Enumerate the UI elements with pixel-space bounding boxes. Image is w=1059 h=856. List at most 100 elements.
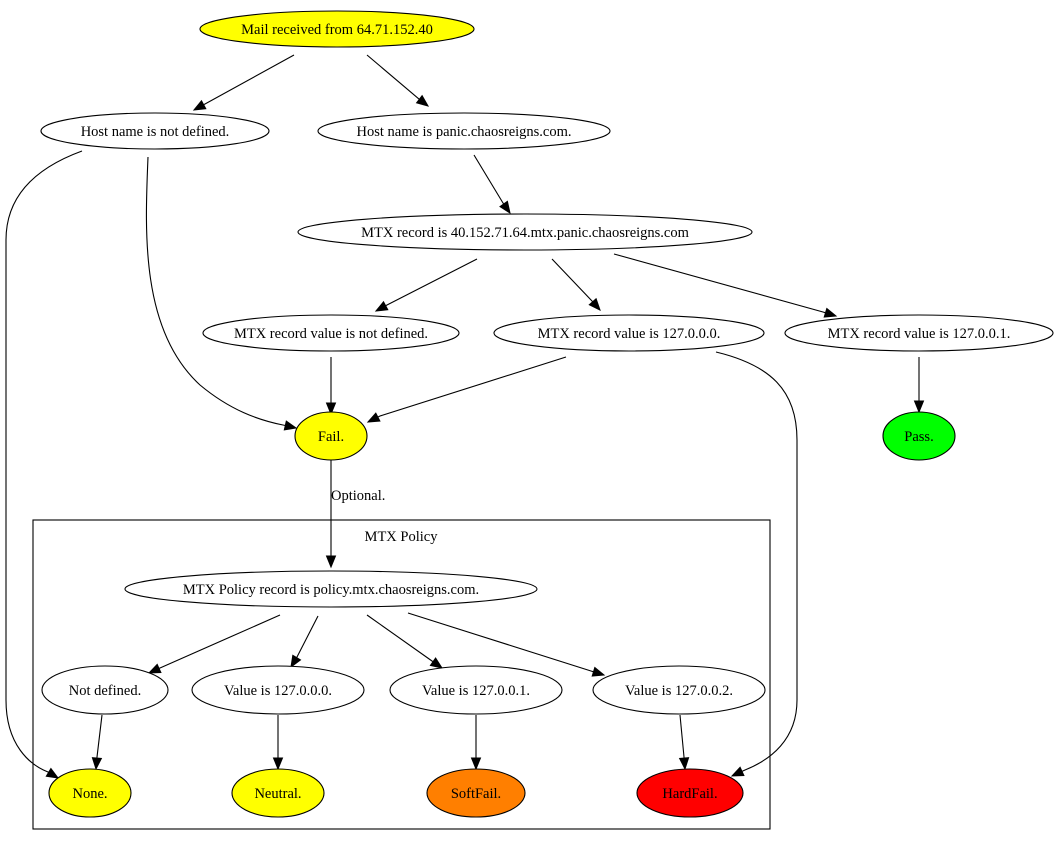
- node-ellipse: [124, 570, 538, 608]
- edge-line: [366, 54, 420, 100]
- node-ellipse: [191, 665, 365, 715]
- node-label: SoftFail.: [451, 786, 501, 802]
- edge-line: [145, 156, 286, 427]
- node-pass: Pass.: [882, 411, 956, 461]
- arrowhead-icon: [415, 94, 430, 107]
- edge-line: [296, 615, 319, 658]
- edge-line: [377, 356, 567, 418]
- mtx-policy-cluster: [32, 519, 771, 830]
- arrowhead-icon: [470, 757, 482, 771]
- node-label: MTX record value is 127.0.0.0.: [538, 326, 721, 342]
- edge-label: Optional.: [331, 488, 385, 504]
- edge-p-0-to-neutral: [272, 715, 284, 771]
- node-mtx-record: MTX record is 40.152.71.64.mtx.panic.cha…: [297, 213, 753, 251]
- node-ellipse: [426, 768, 526, 818]
- node-label: None.: [72, 786, 107, 802]
- edge-mtx-record-to-mtx-0: [551, 258, 601, 311]
- edge-mail-to-host-undef: [192, 54, 295, 111]
- arrowhead-icon: [147, 663, 162, 674]
- edge-host-undef-to-fail: [145, 156, 298, 431]
- edge-line: [96, 714, 103, 759]
- node-ellipse: [636, 768, 744, 818]
- edge-line: [715, 351, 798, 772]
- node-p-1: Value is 127.0.0.1.: [389, 665, 563, 715]
- node-label: MTX record is 40.152.71.64.mtx.panic.cha…: [361, 225, 690, 241]
- node-label: Host name is panic.chaosreigns.com.: [356, 124, 571, 140]
- arrowhead-icon: [366, 412, 381, 423]
- node-label: Mail received from 64.71.152.40: [241, 22, 433, 38]
- edge-fail-to-policy: Optional.: [325, 460, 385, 569]
- node-label: Not defined.: [69, 683, 141, 699]
- node-p-undef: Not defined.: [41, 665, 169, 715]
- node-ellipse: [41, 665, 169, 715]
- node-none: None.: [48, 768, 132, 818]
- node-label: HardFail.: [662, 786, 717, 802]
- node-ellipse: [231, 768, 325, 818]
- node-ellipse: [784, 314, 1054, 352]
- edge-mail-to-host-def: [366, 54, 430, 107]
- edge-policy-to-p-2: [407, 612, 606, 677]
- edge-mtx-1-to-pass: [913, 357, 925, 414]
- node-ellipse: [882, 411, 956, 461]
- node-p-2: Value is 127.0.0.2.: [592, 665, 766, 715]
- arrowhead-icon: [290, 654, 302, 669]
- node-label: MTX record value is not defined.: [234, 326, 428, 342]
- edge-p-2-to-hardfail: [678, 714, 690, 771]
- arrowhead-icon: [591, 666, 606, 677]
- node-softfail: SoftFail.: [426, 768, 526, 818]
- arrowhead-icon: [45, 767, 60, 779]
- arrowhead-icon: [325, 402, 337, 416]
- edge-line: [613, 253, 826, 314]
- node-ellipse: [294, 411, 368, 461]
- edge-line: [385, 258, 478, 307]
- arrowhead-icon: [823, 307, 838, 318]
- node-label: Host name is not defined.: [81, 124, 230, 140]
- node-mtx-1: MTX record value is 127.0.0.1.: [784, 314, 1054, 352]
- arrowhead-icon: [730, 766, 745, 777]
- arrowhead-icon: [374, 300, 389, 312]
- node-host-def: Host name is panic.chaosreigns.com.: [317, 112, 611, 150]
- node-ellipse: [48, 768, 132, 818]
- edge-line: [679, 714, 685, 759]
- arrowhead-icon: [91, 757, 103, 771]
- edge-line: [158, 614, 281, 669]
- node-label: Value is 127.0.0.1.: [422, 683, 530, 699]
- edge-policy-to-p-undef: [147, 614, 281, 674]
- node-ellipse: [297, 213, 753, 251]
- edge-mtx-undef-to-fail: [325, 357, 337, 416]
- node-host-undef: Host name is not defined.: [40, 112, 270, 150]
- edge-line: [203, 54, 295, 106]
- edge-mtx-0-to-fail: [366, 356, 567, 423]
- node-neutral: Neutral.: [231, 768, 325, 818]
- arrowhead-icon: [272, 757, 284, 771]
- edge-mtx-record-to-mtx-undef: [374, 258, 478, 312]
- node-label: Pass.: [904, 429, 933, 445]
- edge-p-undef-to-none: [91, 714, 103, 771]
- node-label: Neutral.: [254, 786, 301, 802]
- arrowhead-icon: [283, 420, 298, 431]
- edge-mtx-0-to-hardfail: [715, 351, 798, 777]
- edge-line: [473, 154, 505, 205]
- cluster-label: MTX Policy: [365, 529, 439, 545]
- edge-host-def-to-mtx-record: [473, 154, 511, 215]
- arrowhead-icon: [588, 297, 601, 311]
- arrowhead-icon: [325, 555, 337, 569]
- edge-policy-to-p-0: [290, 615, 319, 669]
- node-ellipse: [40, 112, 270, 150]
- arrowhead-icon: [429, 657, 444, 669]
- node-ellipse: [202, 314, 460, 352]
- node-mtx-0: MTX record value is 127.0.0.0.: [493, 314, 765, 352]
- arrowhead-icon: [678, 757, 690, 771]
- arrowhead-icon: [499, 200, 511, 215]
- node-ellipse: [592, 665, 766, 715]
- arrowhead-icon: [192, 99, 207, 111]
- edge-line: [366, 614, 434, 663]
- node-ellipse: [389, 665, 563, 715]
- node-label: MTX record value is 127.0.0.1.: [828, 326, 1011, 342]
- node-label: Value is 127.0.0.2.: [625, 683, 733, 699]
- node-ellipse: [317, 112, 611, 150]
- node-hardfail: HardFail.: [636, 768, 744, 818]
- node-ellipse: [493, 314, 765, 352]
- edge-line: [551, 258, 594, 303]
- arrowhead-icon: [913, 400, 925, 414]
